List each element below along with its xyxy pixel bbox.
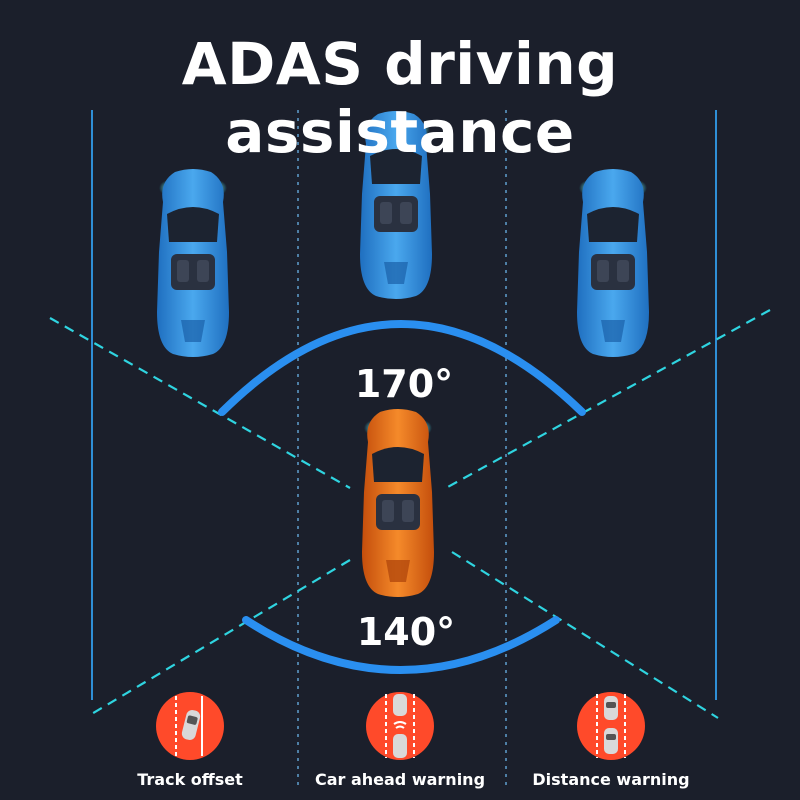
feature-car-ahead-warning: Car ahead warning [295, 690, 505, 789]
wide-angle-arc [218, 320, 586, 416]
distance-warning-icon [577, 692, 645, 760]
page-title: ADAS driving assistance [181, 30, 619, 166]
feature-distance-warning: Distance warning [506, 690, 716, 789]
feature-label: Track offset [137, 770, 243, 789]
car-left [157, 169, 229, 357]
wide-angle-label: 170° [354, 362, 454, 406]
feature-label: Distance warning [532, 770, 690, 789]
ego-car [362, 409, 434, 597]
narrow-angle-arc [242, 616, 560, 674]
car-center-ahead [360, 111, 432, 299]
lane-lines [91, 110, 717, 790]
car-ahead-warning-icon [366, 692, 434, 760]
feature-track-offset: Track offset [85, 690, 295, 789]
feature-label: Car ahead warning [314, 770, 486, 789]
car-right [577, 169, 649, 357]
narrow-angle-label: 140° [356, 610, 456, 654]
track-offset-icon [156, 692, 224, 760]
detection-lines [49, 309, 771, 719]
